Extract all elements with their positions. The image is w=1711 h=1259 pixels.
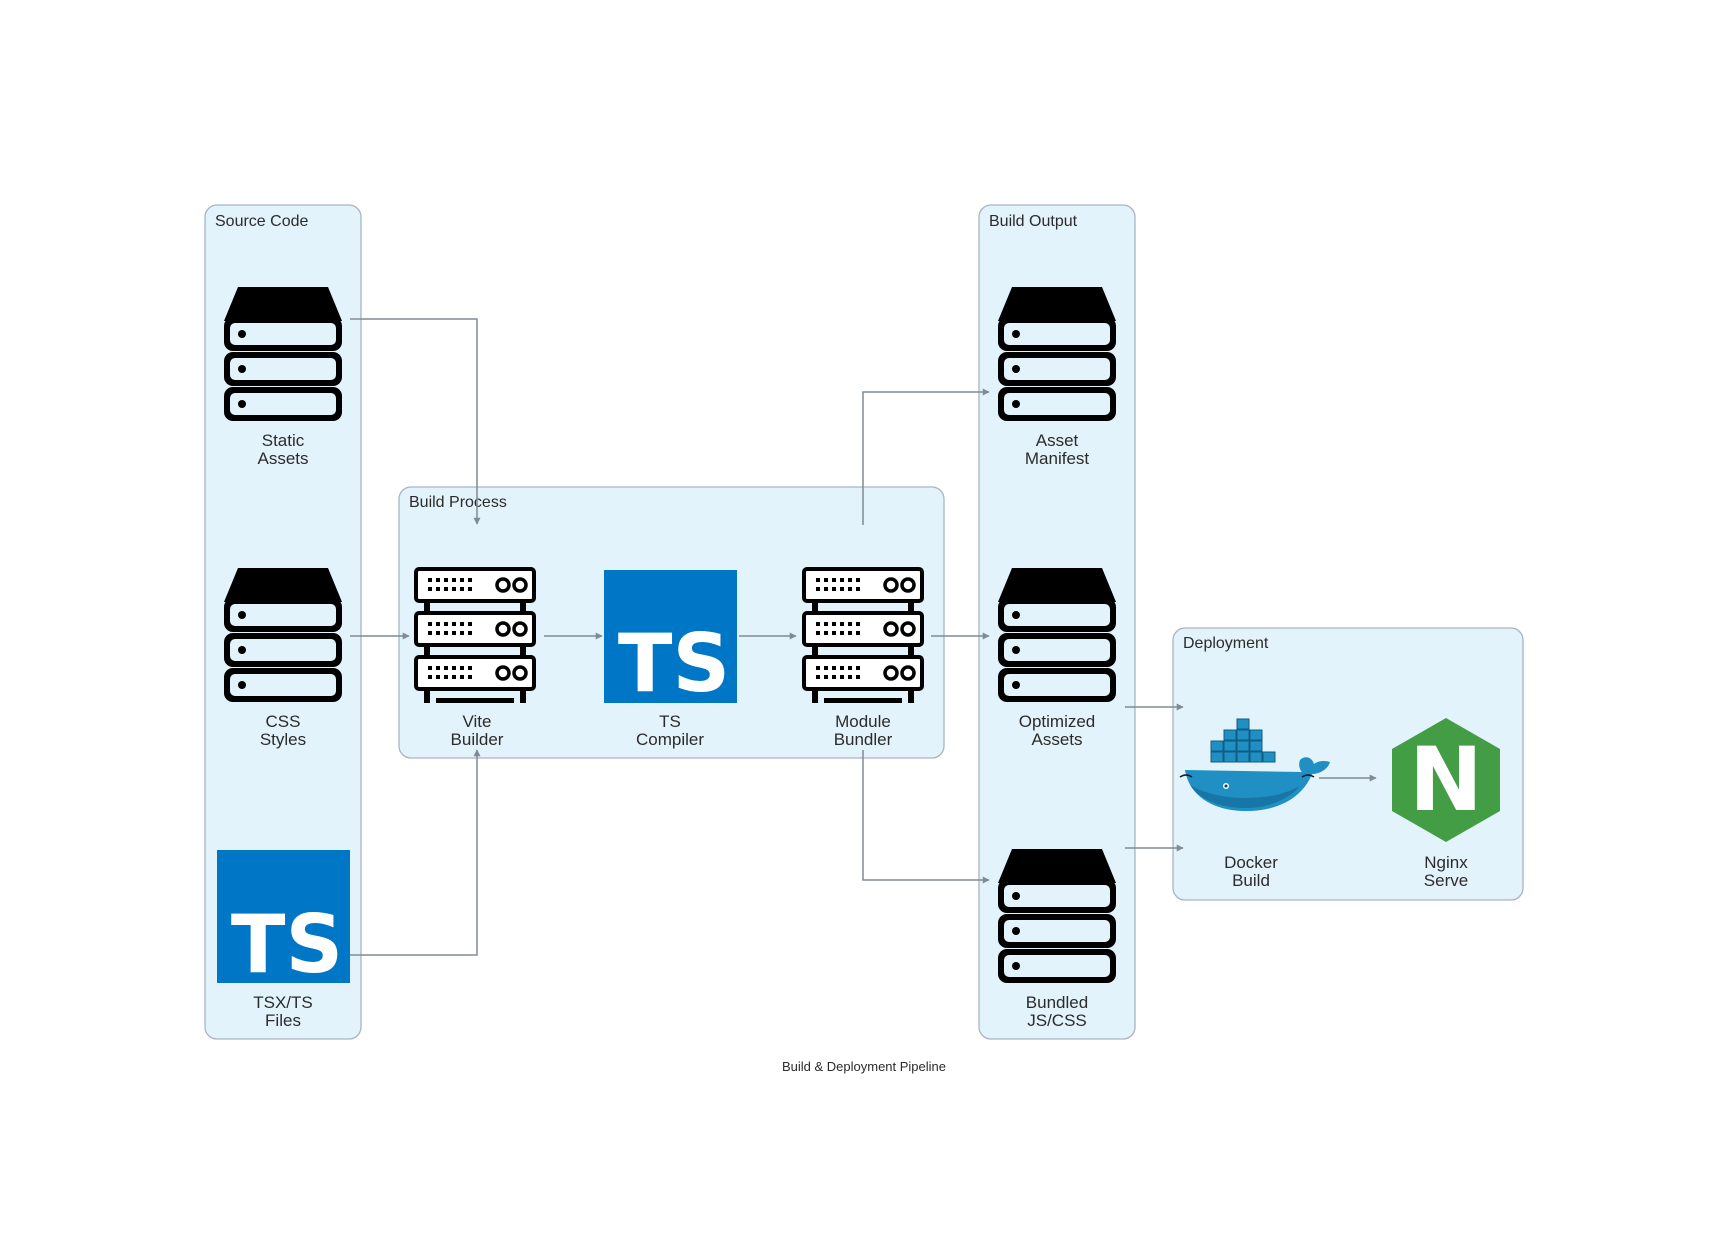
cluster-label-output: Build Output (989, 213, 1078, 230)
node-label-line1: Asset (1036, 431, 1079, 450)
node-label-line2: Manifest (1025, 449, 1090, 468)
node-label-line1: Module (835, 712, 891, 731)
cluster-label-build: Build Process (409, 494, 507, 511)
node-css-styles[interactable]: CSS Styles (224, 568, 342, 749)
node-optimized-assets[interactable]: Optimized Assets (998, 568, 1116, 749)
node-label-line1: TSX/TS (253, 993, 313, 1012)
server-rack-icon (804, 569, 922, 703)
node-static-assets[interactable]: Static Assets (224, 287, 342, 468)
edge-bundler-to-bundled (862, 750, 990, 884)
node-nginx-serve[interactable]: N Nginx Serve (1392, 718, 1500, 890)
node-label-line1: TS (659, 712, 681, 731)
node-bundled-js-css[interactable]: Bundled JS/CSS (998, 849, 1116, 1030)
node-ts-compiler[interactable]: TS TS Compiler (604, 570, 737, 749)
nginx-icon: N (1392, 718, 1500, 842)
edge-bundler-to-manifest (862, 388, 990, 525)
node-label-line1: Static (262, 431, 305, 450)
diagram-caption: Build & Deployment Pipeline (782, 1059, 946, 1074)
docker-icon (1179, 718, 1330, 811)
node-label-line1: Bundled (1026, 993, 1088, 1012)
node-label-line1: Vite (463, 712, 492, 731)
node-label-line2: JS/CSS (1027, 1011, 1087, 1030)
nginx-glyph: N (1409, 728, 1483, 831)
node-label-line2: Compiler (636, 730, 704, 749)
node-label-line1: Docker (1224, 853, 1278, 872)
node-docker-build[interactable]: Docker Build (1179, 718, 1330, 890)
node-label-line1: Optimized (1019, 712, 1096, 731)
node-label-line1: CSS (266, 712, 301, 731)
node-label-line2: Build (1232, 871, 1270, 890)
storage-icon (224, 568, 342, 702)
storage-icon (998, 849, 1116, 983)
server-rack-icon (416, 569, 534, 703)
node-label-line2: Assets (1031, 730, 1082, 749)
cluster-label-source: Source Code (215, 213, 308, 230)
node-tsx-files[interactable]: TS TSX/TS Files (217, 850, 350, 1030)
edge-tsx-to-vite (350, 749, 481, 956)
node-label-line2: Bundler (834, 730, 893, 749)
node-label-line2: Assets (257, 449, 308, 468)
storage-icon (998, 568, 1116, 702)
node-label-line2: Builder (451, 730, 504, 749)
node-label-line1: Nginx (1424, 853, 1468, 872)
node-label-line2: Serve (1424, 871, 1468, 890)
storage-icon (998, 287, 1116, 421)
cluster-label-deploy: Deployment (1183, 635, 1269, 652)
node-label-line2: Styles (260, 730, 306, 749)
typescript-icon: TS (604, 570, 737, 710)
typescript-icon: TS (217, 850, 350, 991)
typescript-glyph: TS (231, 898, 343, 991)
node-vite-builder[interactable]: Vite Builder (416, 569, 534, 749)
node-asset-manifest[interactable]: Asset Manifest (998, 287, 1116, 468)
edges (350, 318, 1377, 956)
storage-icon (224, 287, 342, 421)
node-label-line2: Files (265, 1011, 301, 1030)
node-module-bundler[interactable]: Module Bundler (804, 569, 922, 749)
typescript-glyph: TS (618, 617, 730, 710)
edge-static-to-vite (350, 318, 481, 525)
